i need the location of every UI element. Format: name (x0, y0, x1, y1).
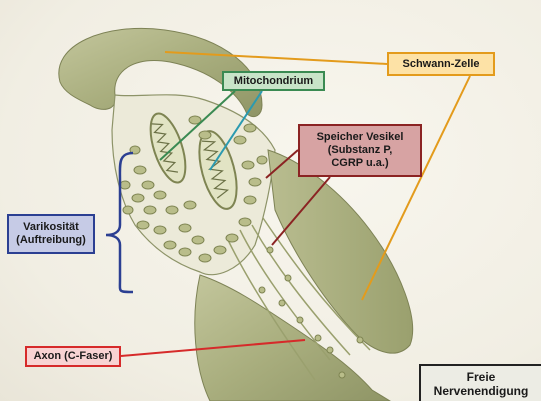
schwann-leader-bottom (362, 76, 470, 300)
freie-line1: Freie (467, 370, 496, 384)
axon-text: Axon (C-Faser) (34, 350, 113, 363)
schwann-zelle-text: Schwann-Zelle (402, 58, 479, 71)
mitochondrium-text: Mitochondrium (234, 75, 313, 88)
speicher-vesikel-line2: (Substanz P, (328, 144, 393, 157)
speicher-vesikel-label: Speicher Vesikel (Substanz P, CGRP u.a.) (298, 124, 422, 177)
schwann-sheath-lower-right (268, 150, 413, 353)
varikositaet-label: Varikosität (Auftreibung) (7, 214, 95, 254)
speicher-vesikel-line1: Speicher Vesikel (317, 131, 404, 144)
varikositaet-line1: Varikosität (23, 221, 79, 234)
mitochondrium-label: Mitochondrium (222, 71, 325, 91)
speicher-vesikel-line3: CGRP u.a.) (331, 157, 388, 170)
schwann-zelle-label: Schwann-Zelle (387, 52, 495, 76)
varikositaet-line2: (Auftreibung) (16, 234, 86, 247)
axon-label: Axon (C-Faser) (25, 346, 121, 367)
freie-line2: Nervenendigung (434, 384, 529, 398)
freie-nervenendigung-label: Freie Nervenendigung (419, 364, 541, 401)
